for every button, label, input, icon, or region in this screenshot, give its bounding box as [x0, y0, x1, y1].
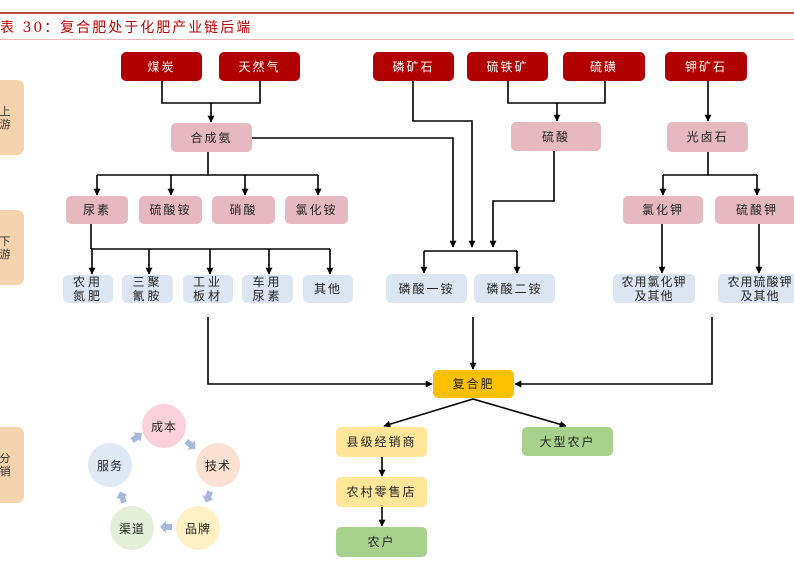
node-coal: 煤炭 [121, 52, 202, 81]
cycle-circle-brand: 品牌 [176, 506, 220, 550]
header-top-rule [0, 12, 794, 14]
connector-ammonia-to-phosphate [252, 137, 457, 248]
arrow-to-large-farmer [472, 398, 567, 428]
node-farmer: 农户 [336, 527, 427, 557]
node-synthetic-ammonia: 合成氨 [171, 123, 252, 152]
node-nitric-acid: 硝酸 [212, 196, 275, 224]
cycle-arrow-service-to-cost [130, 432, 142, 444]
connector-potash-to-compound [514, 317, 713, 388]
node-kcl-application: 农用氯化钾 及其他 [613, 274, 695, 303]
stage-label-distribution: 分 销 [0, 427, 24, 503]
node-rural-retail: 农村零售店 [336, 477, 427, 507]
cycle-arrow-brand-to-channel [160, 521, 172, 533]
node-county-dealer: 县级经销商 [336, 427, 427, 457]
stage-label-downstream: 下 游 [0, 210, 24, 285]
cycle-circle-cost: 成本 [142, 404, 186, 448]
node-pyrite: 硫铁矿 [467, 52, 548, 81]
node-potassium-chloride: 氯化钾 [623, 196, 703, 224]
cycle-arrow-tech-to-brand [202, 490, 214, 503]
connector-coal-gas-join [161, 81, 261, 104]
node-phosphate-rock: 磷矿石 [373, 52, 454, 81]
node-k2so4-application: 农用硫酸钾 及其他 [718, 274, 794, 303]
node-vehicle-urea: 车用 尿素 [242, 275, 293, 303]
node-natural-gas: 天然气 [219, 52, 300, 81]
node-potash-ore: 钾矿石 [665, 52, 747, 81]
node-ammonium-sulfate: 硫酸铵 [139, 196, 202, 224]
figure-title: 表 30：复合肥处于化肥产业链后端 [0, 20, 253, 36]
cycle-circle-channel: 渠道 [110, 506, 154, 550]
stage-label-upstream: 上 游 [0, 80, 24, 155]
node-carnallite: 光卤石 [667, 122, 748, 152]
header-bottom-rule [0, 39, 794, 40]
node-sulfur: 硫磺 [563, 52, 645, 81]
node-ammonium-chloride: 氯化铵 [285, 196, 348, 224]
connector-pyrite-sulfur-join [507, 81, 606, 104]
node-large-farmer: 大型农户 [522, 427, 613, 456]
arrow-to-county-dealer [383, 398, 474, 428]
node-agricultural-nitrogen: 农用 氮肥 [63, 275, 113, 303]
node-sulfuric-acid: 硫酸 [511, 122, 601, 151]
connector-phosphate-rock [412, 81, 476, 248]
node-urea: 尿素 [66, 196, 128, 224]
node-other-uses: 其他 [303, 275, 353, 303]
cycle-circle-service: 服务 [88, 443, 132, 487]
node-industrial-board: 工业 板材 [183, 275, 233, 303]
node-dap: 磷酸二铵 [474, 274, 555, 303]
node-melamine: 三聚 氰胺 [122, 275, 173, 303]
connector-sulfuric-acid [489, 151, 555, 248]
node-map: 磷酸一铵 [386, 274, 467, 303]
node-potassium-sulfate: 硫酸钾 [715, 196, 794, 224]
connector-nitrogen-to-compound [207, 317, 433, 388]
cycle-arrow-channel-to-service [116, 491, 128, 504]
node-compound-fertilizer: 复合肥 [433, 370, 514, 398]
cycle-arrow-cost-to-tech [184, 438, 196, 450]
cycle-circle-technology: 技术 [196, 443, 240, 487]
